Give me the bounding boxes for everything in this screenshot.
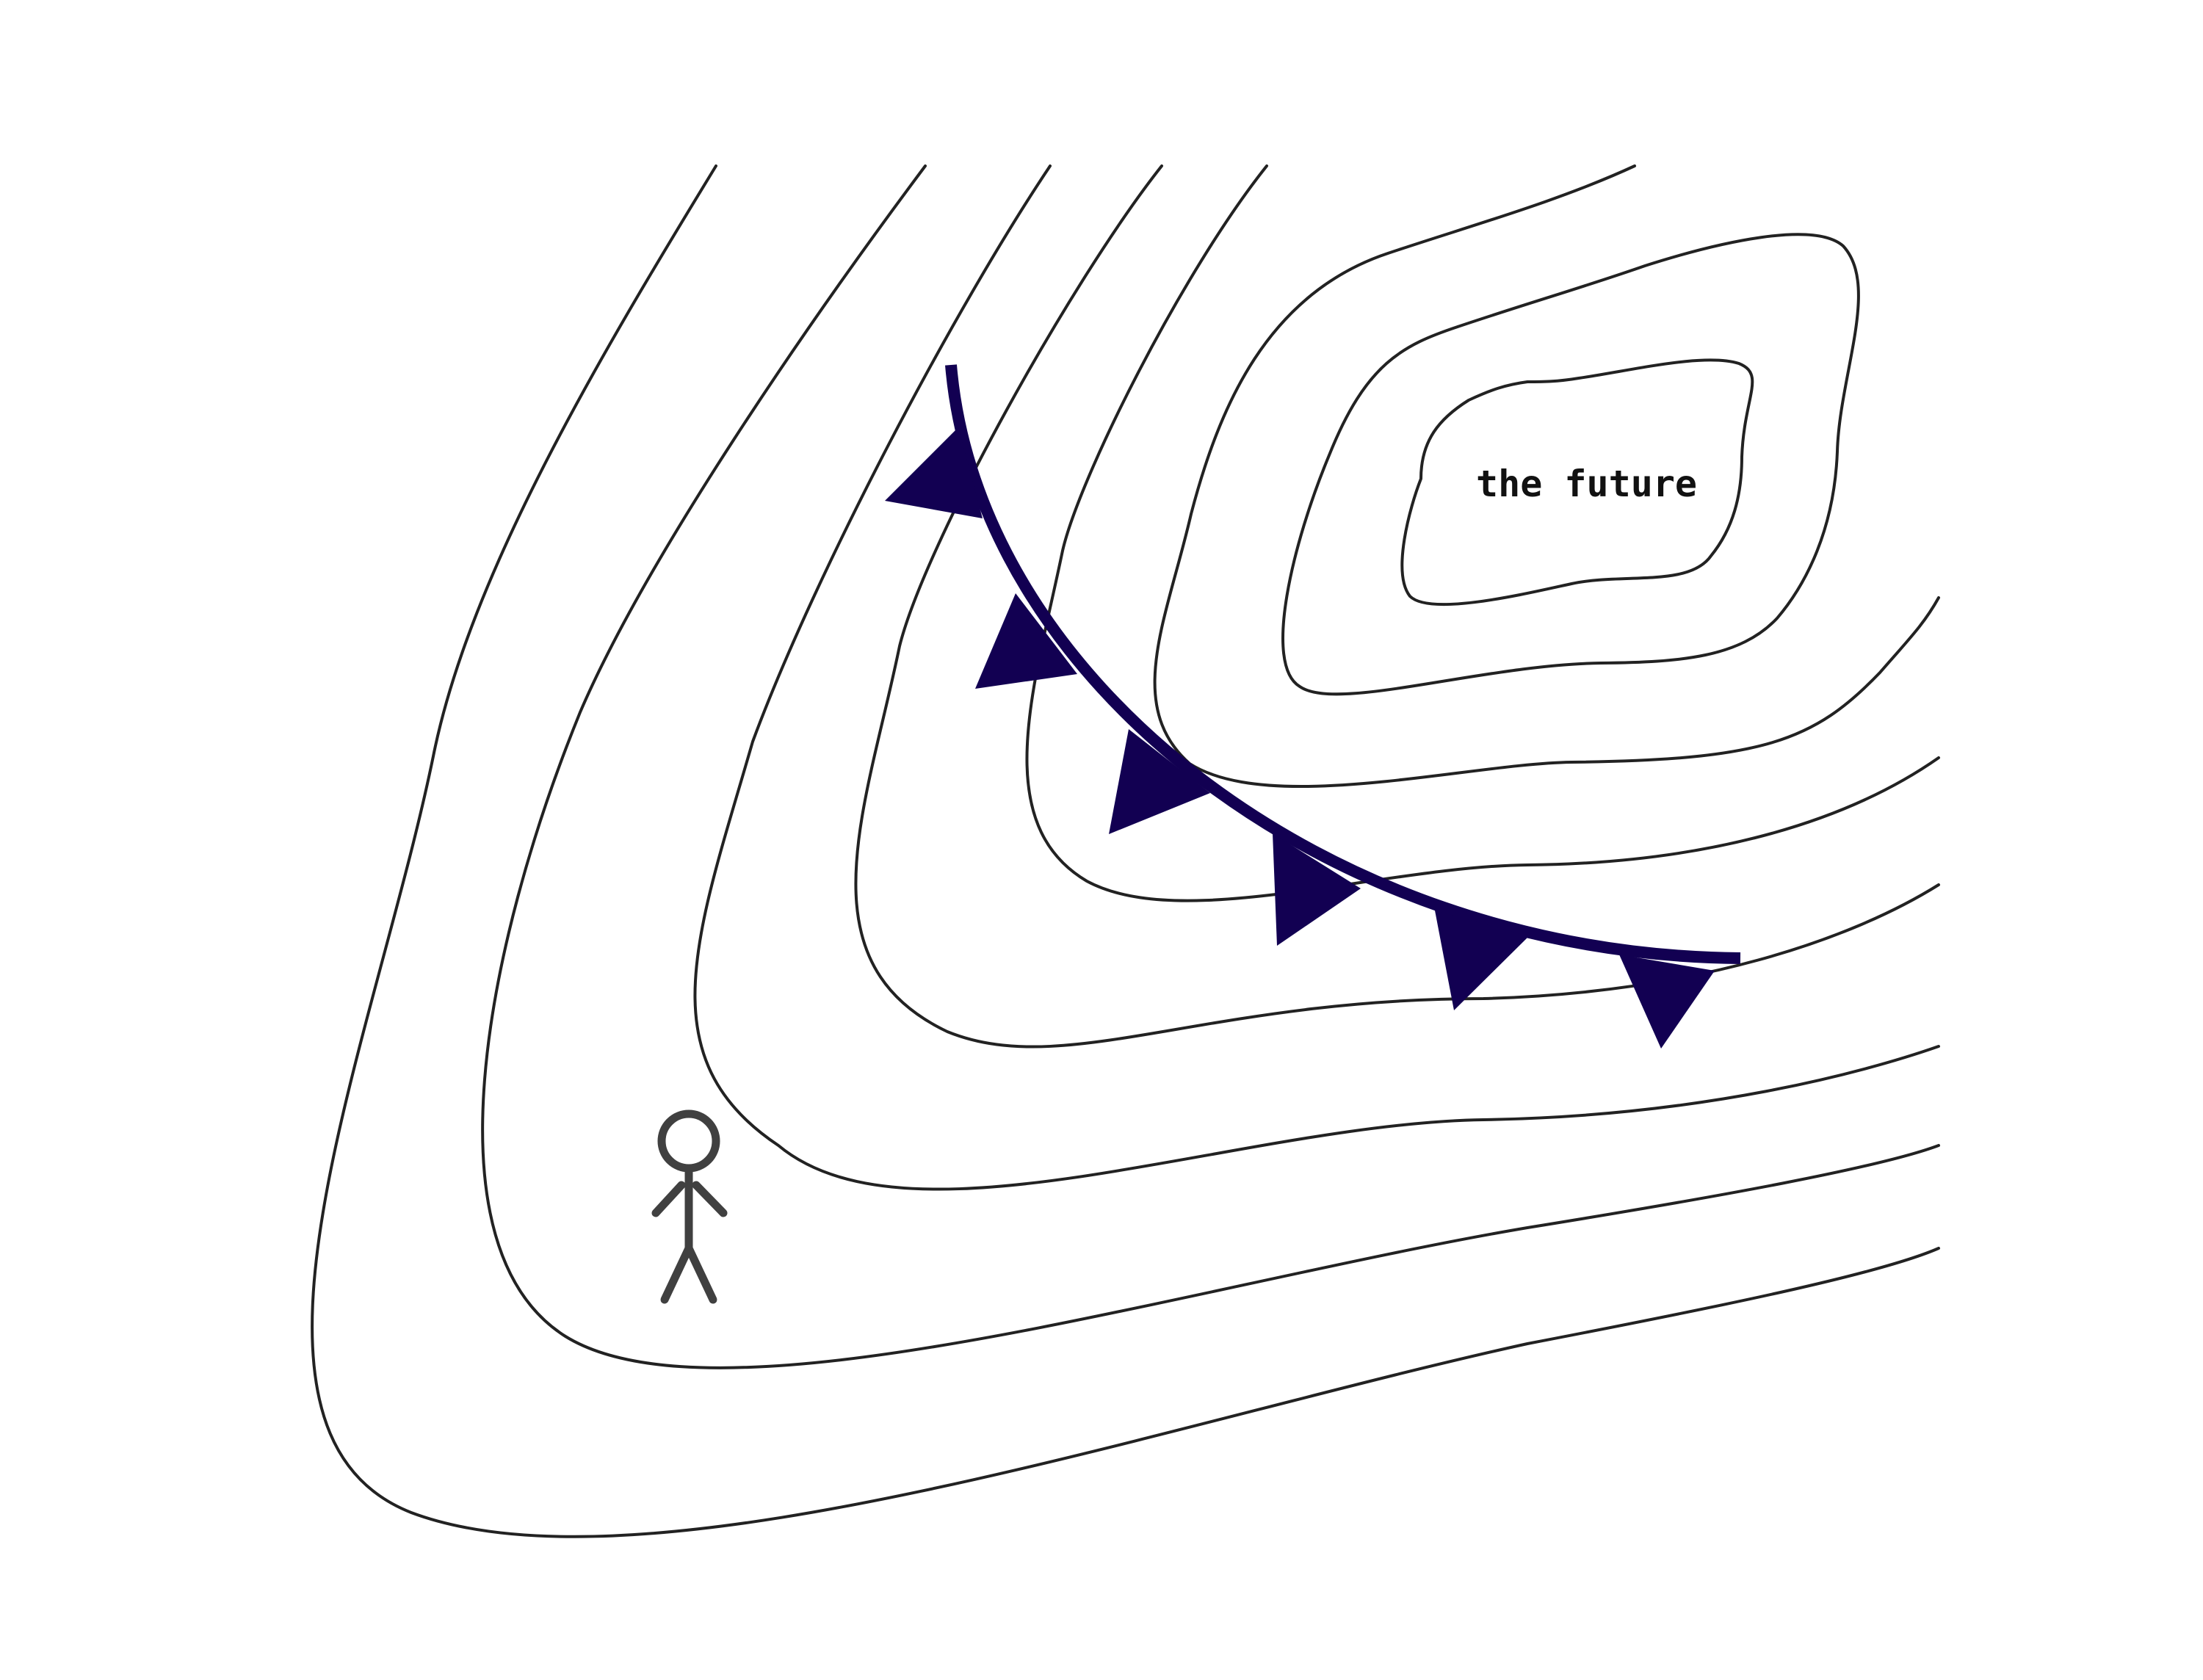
contour-line-2 [481,164,1940,1369]
contour-lines [311,164,1940,1538]
contour-line-6 [1153,164,1940,789]
contour-line-5 [1025,164,1940,902]
front-pennant-3 [1109,729,1210,834]
weather-front [885,364,1741,1049]
front-pennant-5 [1435,910,1529,1010]
front-pennant-2 [975,593,1077,689]
contour-line-8 [1400,358,1754,607]
front-pennant-1 [885,427,983,518]
the-future-label: the future [1476,463,1697,505]
stick-figure-left-arm [651,1181,686,1217]
stick-figure-head [657,1109,720,1173]
contour-line-3 [693,164,1940,1191]
contour-line-7 [1281,233,1860,696]
stick-figure [651,1109,728,1304]
contour-line-1 [311,164,1940,1538]
front-pennants [885,427,1715,1049]
stick-figure-right-leg [684,1244,717,1304]
front-pennant-4 [1273,833,1361,946]
front-pennant-6 [1619,955,1715,1049]
stick-figure-left-leg [660,1244,693,1304]
stick-figure-right-arm [692,1181,728,1217]
front-line [945,364,1741,964]
